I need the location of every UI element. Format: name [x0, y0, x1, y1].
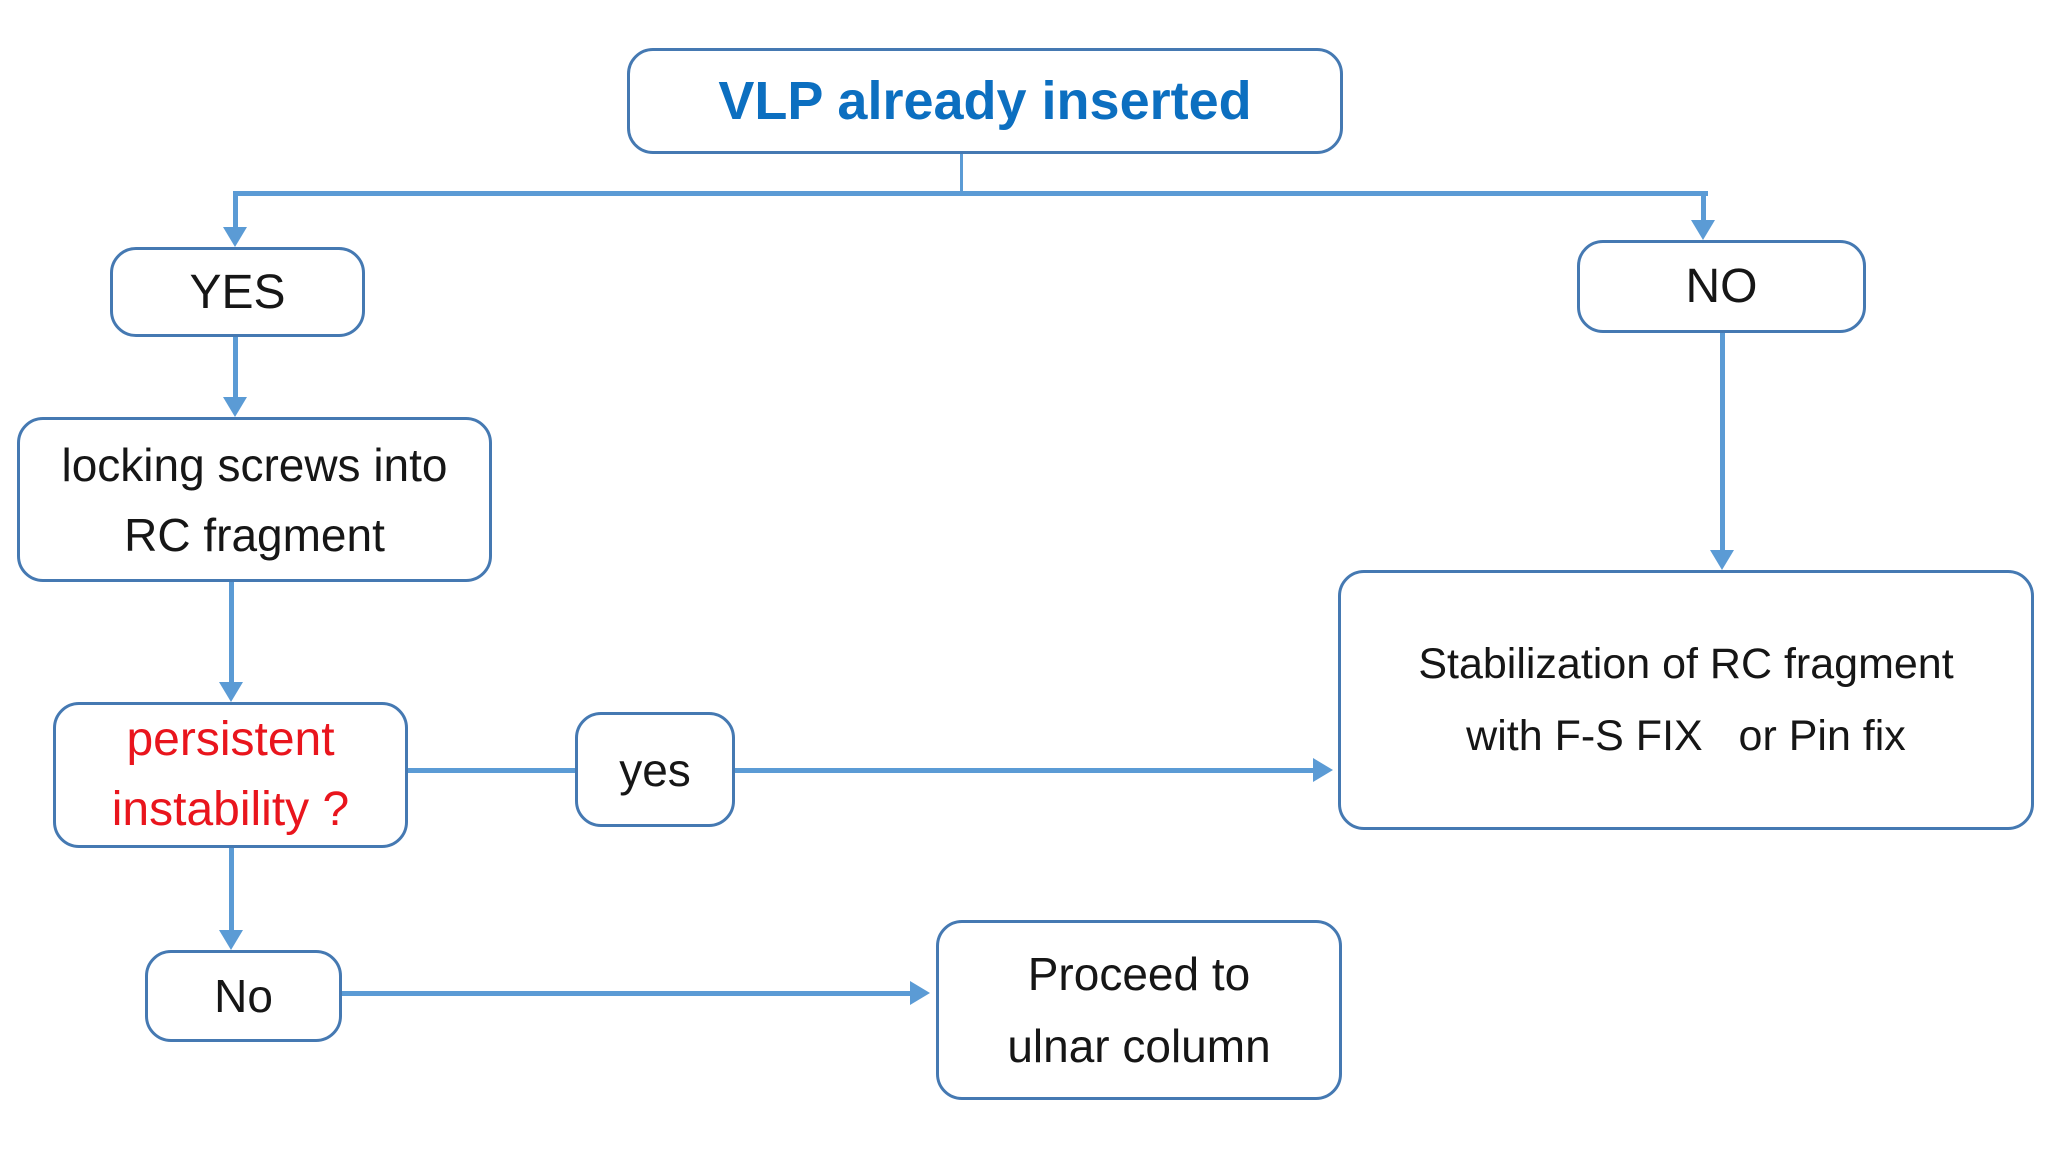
node-decision-no-label: No [214, 970, 273, 1022]
node-branch-no: NO [1577, 240, 1866, 333]
arrowhead-to-locking [223, 397, 247, 417]
node-vlp-label: VLP already inserted [718, 71, 1252, 131]
node-locking-line1: locking screws into [61, 438, 448, 491]
arrowhead-to-yes [223, 227, 247, 247]
connector-branch-right-drop [1701, 191, 1706, 222]
arrowhead-to-no [1691, 220, 1715, 240]
connector-branch-left-drop [233, 191, 238, 229]
node-decision-yes-label: yes [619, 743, 691, 796]
node-decision-no: No [145, 950, 342, 1042]
node-persistent-instability: persistent instability ? [53, 702, 408, 848]
node-proceed-line2: ulnar column [1007, 1020, 1271, 1072]
node-stabilization: Stabilization of RC fragment with F-S FI… [1338, 570, 2034, 830]
node-proceed-line1: Proceed to [1027, 948, 1251, 1000]
connector-locking-to-persistent [229, 582, 234, 683]
arrowhead-to-stabilization-left [1313, 758, 1333, 782]
connector-yes-to-stabilization [735, 768, 1313, 773]
node-persistent-line1: persistent [126, 713, 335, 766]
arrowhead-to-proceed [910, 981, 930, 1005]
node-branch-no-label: NO [1685, 260, 1758, 313]
connector-yes-to-locking [233, 337, 238, 399]
arrowhead-to-stabilization-top [1710, 550, 1734, 570]
connector-no-to-stabilization [1720, 333, 1725, 551]
arrowhead-to-no-small [219, 930, 243, 950]
node-stabilization-line2: with F-S FIX or Pin fix [1466, 712, 1906, 760]
connector-branch-horizontal [233, 191, 1708, 196]
node-proceed-ulnar: Proceed to ulnar column [936, 920, 1342, 1100]
connector-root-stub [960, 154, 963, 196]
node-branch-yes: YES [110, 247, 365, 337]
connector-persistent-to-yes [408, 768, 575, 773]
node-decision-yes: yes [575, 712, 735, 827]
connector-no-to-proceed [342, 991, 910, 996]
node-branch-yes-label: YES [189, 265, 286, 319]
node-locking-line2: RC fragment [124, 508, 385, 561]
node-locking-screws: locking screws into RC fragment [17, 417, 492, 582]
node-persistent-line2: instability ? [111, 783, 350, 836]
node-vlp-already-inserted: VLP already inserted [627, 48, 1343, 154]
arrowhead-to-persistent [219, 682, 243, 702]
node-stabilization-line1: Stabilization of RC fragment [1418, 640, 1954, 688]
connector-persistent-to-no [229, 848, 234, 930]
